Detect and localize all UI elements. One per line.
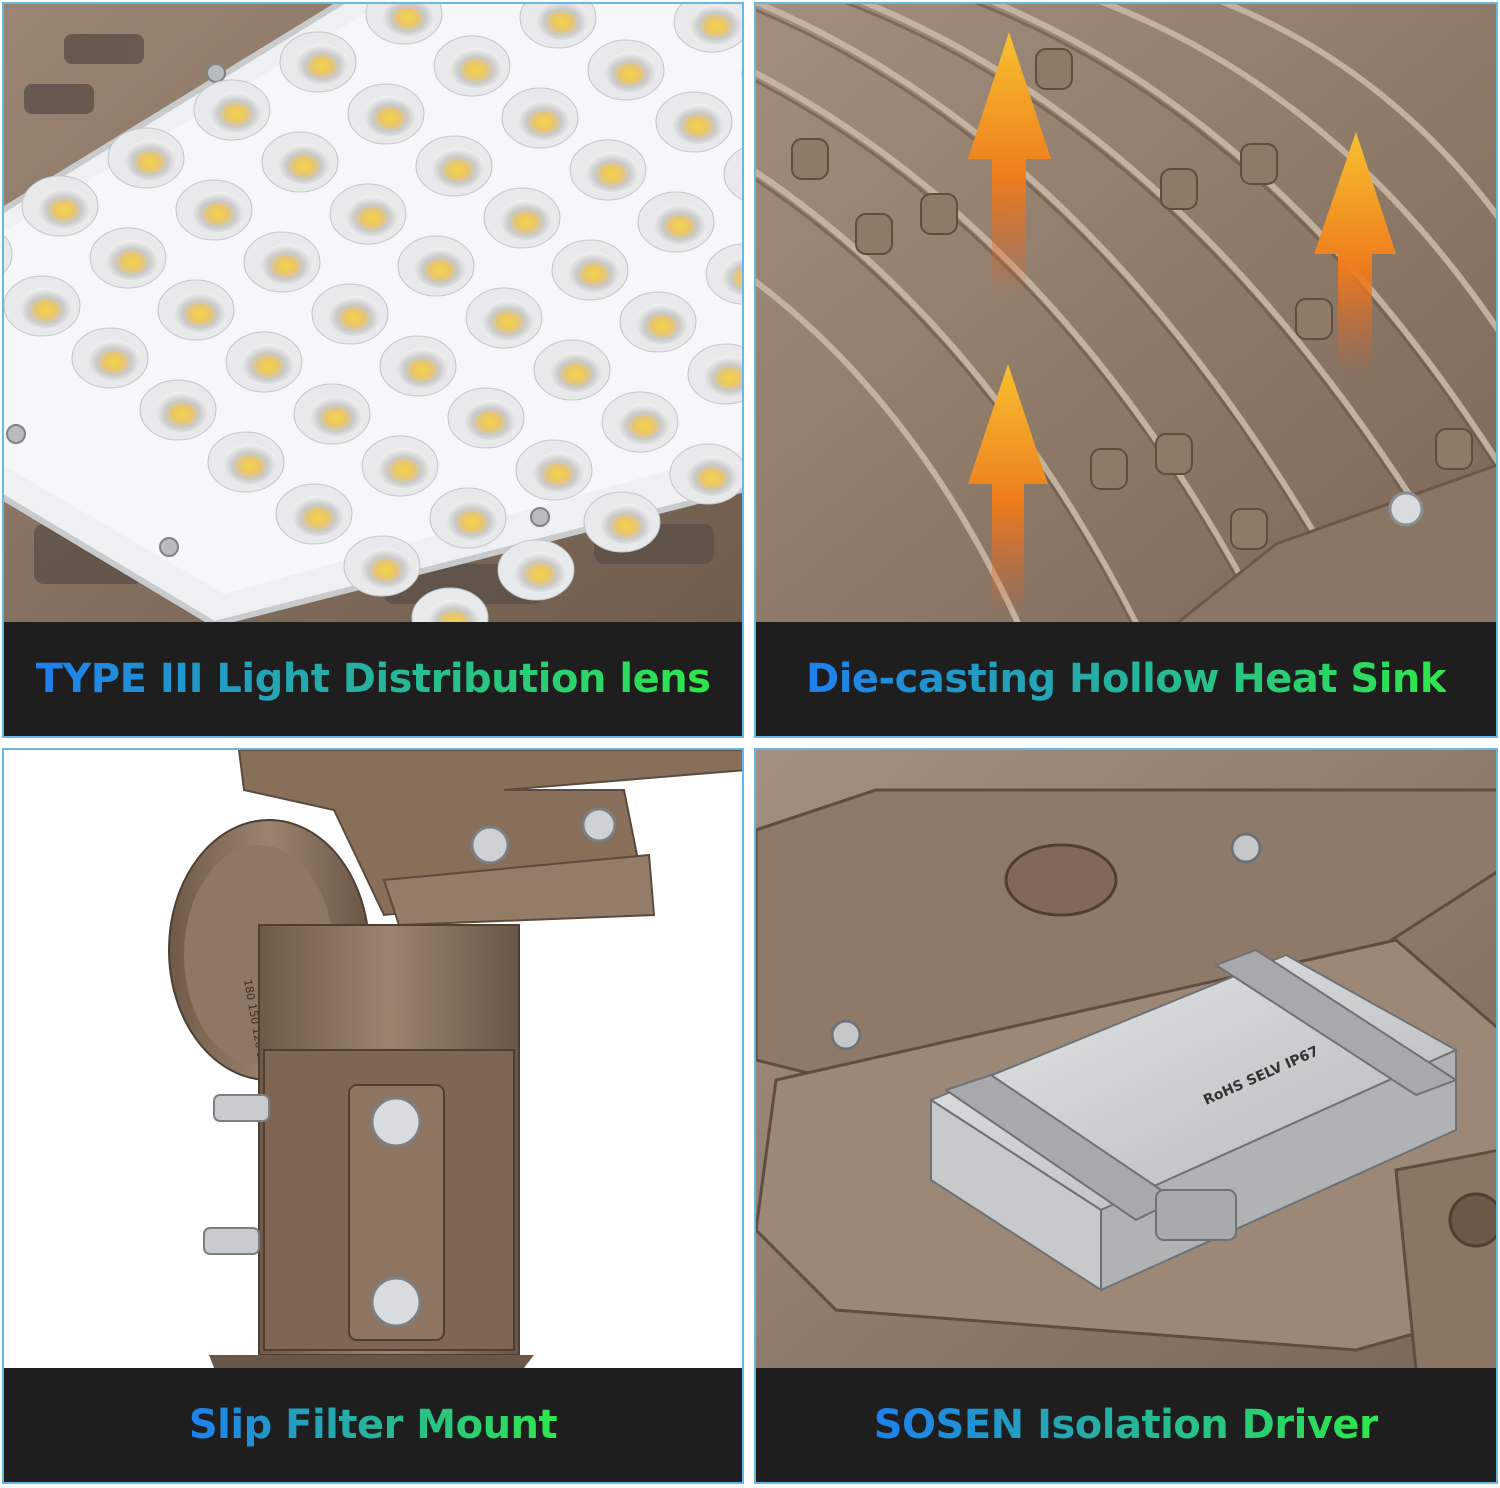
led-chip xyxy=(360,548,412,588)
led-chip xyxy=(174,292,226,332)
mount-photo: 180 150 120 90 60 30 0 xyxy=(4,750,742,1368)
mount-illustration: 180 150 120 90 60 30 0 xyxy=(168,750,742,1368)
led-chip xyxy=(514,552,566,592)
led-chip xyxy=(378,448,430,488)
led-chip xyxy=(536,4,588,40)
led-module-illustration xyxy=(4,4,742,624)
caption-text: Die-casting Hollow Heat Sink xyxy=(805,656,1447,702)
led-chip xyxy=(550,352,602,392)
led-chip xyxy=(586,152,638,192)
led-chip xyxy=(450,48,502,88)
led-chip xyxy=(88,340,140,380)
led-chip xyxy=(672,104,724,144)
led-chip xyxy=(310,396,362,436)
led-lens xyxy=(4,234,13,274)
led-chip xyxy=(20,288,72,328)
led-chip xyxy=(482,300,534,340)
panel-heat-sink: Die-casting Hollow Heat Sink xyxy=(754,2,1498,738)
led-chip xyxy=(722,256,742,296)
led-chip xyxy=(346,196,398,236)
led-chip xyxy=(618,404,670,444)
led-chip xyxy=(414,248,466,288)
panel-driver: RoHS SELV IP67 SOSEN Isolation Driver xyxy=(754,748,1498,1484)
caption-bar: Die-casting Hollow Heat Sink xyxy=(756,622,1496,736)
led-chip xyxy=(396,348,448,388)
caption-text: SOSEN Isolation Driver xyxy=(873,1402,1379,1448)
led-chip xyxy=(600,504,652,544)
led-chip xyxy=(464,400,516,440)
led-chip xyxy=(38,188,90,228)
led-chip xyxy=(224,444,276,484)
led-chip xyxy=(296,44,348,84)
led-chip xyxy=(432,148,484,188)
led-chip xyxy=(446,500,498,540)
led-chip xyxy=(604,52,656,92)
led-chip xyxy=(500,200,552,240)
led-chip xyxy=(192,192,244,232)
caption-text: TYPE III Light Distribution lens xyxy=(35,656,711,702)
led-chip xyxy=(242,344,294,384)
led-chip xyxy=(654,204,706,244)
panel-led-lens: TYPE III Light Distribution lens xyxy=(2,2,744,738)
led-chip xyxy=(364,96,416,136)
led-chip xyxy=(518,100,570,140)
panel-slip-mount: 180 150 120 90 60 30 0 Slip Filter Mount xyxy=(2,748,744,1484)
caption-bar: SOSEN Isolation Driver xyxy=(756,1368,1496,1482)
led-chip xyxy=(278,144,330,184)
led-chip xyxy=(690,4,742,44)
led-chip xyxy=(156,392,208,432)
led-chip xyxy=(532,452,584,492)
led-chip xyxy=(740,168,742,184)
led-module-photo xyxy=(4,4,742,624)
led-chip xyxy=(686,456,738,496)
led-chip xyxy=(704,356,742,396)
led-chip xyxy=(124,140,176,180)
led-chip xyxy=(210,92,262,132)
caption-bar: TYPE III Light Distribution lens xyxy=(4,622,742,736)
led-chip xyxy=(106,240,158,280)
led-chip xyxy=(292,496,344,536)
led-chip xyxy=(636,304,688,344)
led-chip xyxy=(382,4,434,36)
driver-illustration: RoHS SELV IP67 xyxy=(756,750,1496,1370)
caption-text: Slip Filter Mount xyxy=(188,1402,558,1448)
led-chip xyxy=(260,244,312,284)
led-chip xyxy=(568,252,620,292)
led-chip xyxy=(428,600,480,624)
led-lens xyxy=(723,147,742,201)
led-chip xyxy=(328,296,380,336)
driver-photo: RoHS SELV IP67 xyxy=(756,750,1496,1370)
caption-bar: Slip Filter Mount xyxy=(4,1368,742,1482)
heat-sink-photo xyxy=(756,4,1496,624)
heat-sink-illustration xyxy=(756,4,1496,624)
